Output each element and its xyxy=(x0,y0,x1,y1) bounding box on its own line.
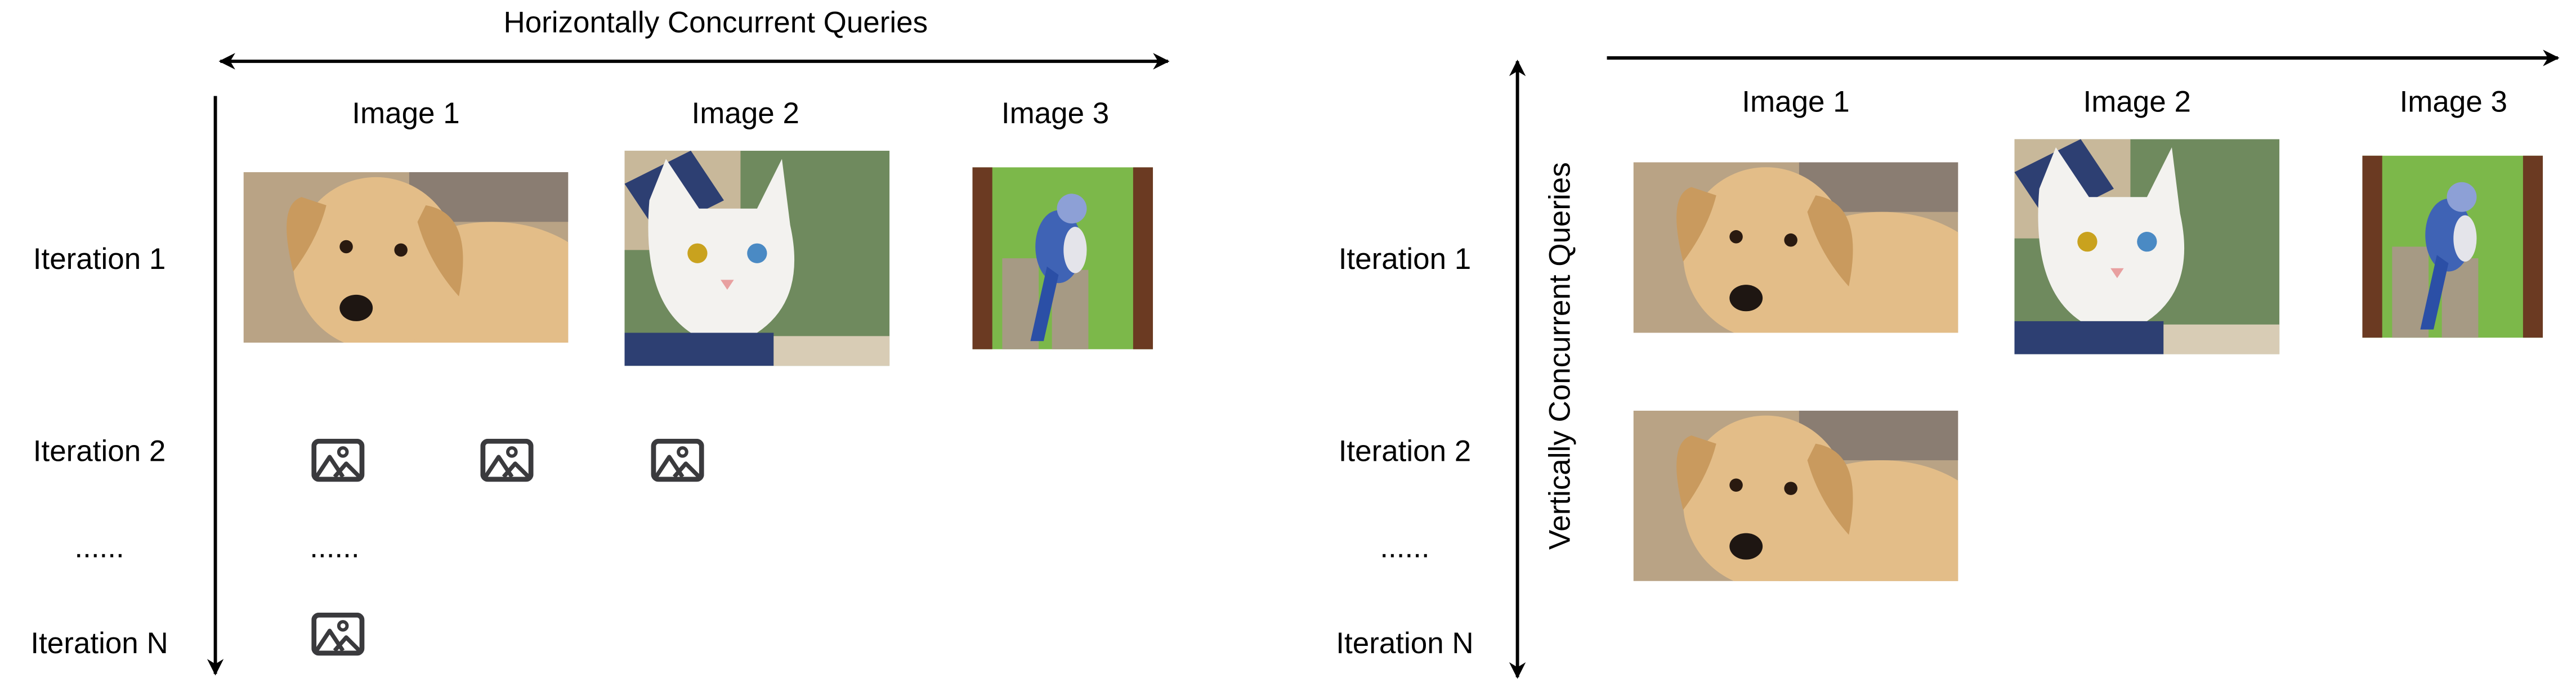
row-label: Iteration 1 xyxy=(1338,242,1472,276)
dog-image xyxy=(1633,410,1958,581)
row-label: ...... xyxy=(74,531,124,564)
row-label: ...... xyxy=(1380,531,1430,564)
cat-image xyxy=(624,150,890,366)
bird-image xyxy=(972,167,1153,349)
vertical-title: Vertically Concurrent Queries xyxy=(1543,162,1577,550)
column-label: Image 3 xyxy=(1001,97,1110,131)
row-label: Iteration 2 xyxy=(33,434,166,468)
row-label: Iteration 1 xyxy=(33,242,166,276)
image-placeholder-icon xyxy=(480,438,534,482)
column-label: Image 2 xyxy=(691,97,799,131)
column-label: Image 2 xyxy=(2083,85,2191,119)
cat-image xyxy=(2014,139,2280,354)
horizontal-title: Horizontally Concurrent Queries xyxy=(503,6,928,39)
image-placeholder-icon xyxy=(311,612,365,656)
image-placeholder-icon xyxy=(311,438,365,482)
row-label: Iteration N xyxy=(1336,626,1474,660)
column-label: Image 1 xyxy=(1742,85,1850,119)
row-label: Iteration N xyxy=(30,626,168,660)
column-label: Image 1 xyxy=(352,97,460,131)
bird-image xyxy=(2362,155,2543,338)
dog-image xyxy=(1633,162,1958,333)
image-placeholder-icon xyxy=(651,438,704,482)
column-label: Image 3 xyxy=(2399,85,2507,119)
dog-image xyxy=(243,172,569,343)
ellipsis: ...... xyxy=(310,531,360,564)
row-label: Iteration 2 xyxy=(1338,434,1472,468)
